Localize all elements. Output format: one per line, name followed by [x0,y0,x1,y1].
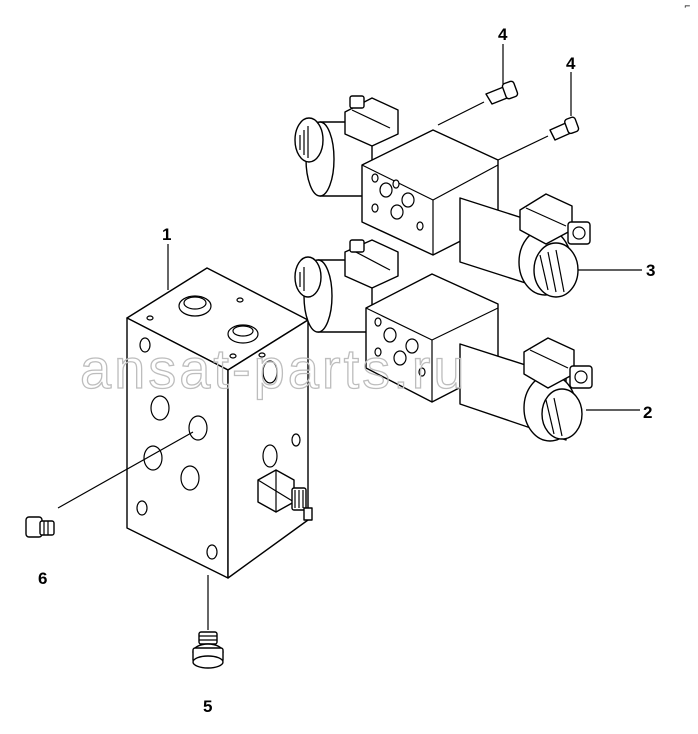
pressure-sensor [257,469,313,521]
callout-3: 3 [646,261,655,280]
corner-mark: ⌐ [684,2,691,11]
callout-4-right: 4 [566,54,576,73]
callout-6: 6 [38,569,47,588]
plug-part-6 [25,516,55,538]
plug-part-5 [192,631,224,669]
callout-1: 1 [162,225,171,244]
callout-5: 5 [203,697,212,716]
manifold-block [126,267,313,579]
solenoid-valve-upper [294,95,591,298]
mounting-bolt-left [485,80,519,105]
solenoid-valve-lower [294,239,593,442]
mounting-bolt-right [549,116,580,141]
watermark-text: ansat-parts.ru [80,337,468,400]
leader-lines [57,44,642,630]
callout-2: 2 [643,403,652,422]
callout-4-left: 4 [498,25,508,44]
